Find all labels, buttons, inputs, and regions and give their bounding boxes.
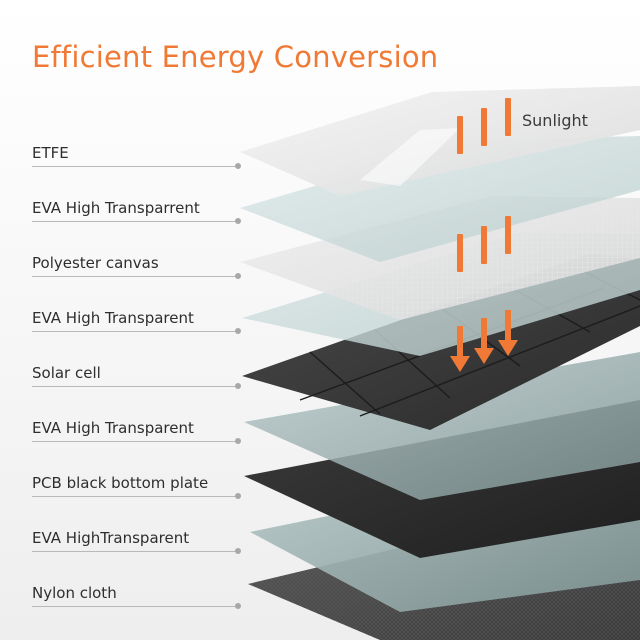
leader-dot [235,273,241,279]
sunlight-ray-icon [457,98,511,154]
leader-dot [235,218,241,224]
sunlight-label: Sunlight [522,111,588,130]
leader-dot [235,548,241,554]
layer-label-eva-5: EVA High Transparent [32,419,194,437]
leader-dot [235,328,241,334]
leader-dot [235,163,241,169]
leader-line [32,166,238,167]
leader-dot [235,493,241,499]
leader-line [32,441,238,442]
page-title: Efficient Energy Conversion [32,40,439,74]
layer-label-nylon-cloth: Nylon cloth [32,584,117,602]
layer-polyester-canvas [240,196,640,320]
layer-label-eva-1: EVA High Transparrent [32,199,200,217]
leader-line [32,386,238,387]
sunlight-ray-icon [457,216,511,272]
leader-line [32,496,238,497]
leader-dot [235,438,241,444]
leader-line [32,606,238,607]
layer-eva-5 [244,352,640,500]
leader-line [32,551,238,552]
leader-line [32,221,238,222]
layer-label-etfe: ETFE [32,144,69,162]
layer-label-eva-7: EVA HighTransparent [32,529,190,547]
layer-label-pcb-bottom-plate: PCB black bottom plate [32,474,209,492]
layer-label-eva-3: EVA High Transparent [32,309,194,327]
down-arrow-icon [450,310,518,372]
leader-dot [235,383,241,389]
layer-label-solar-cell: Solar cell [32,364,101,382]
layer-label-polyester-canvas: Polyester canvas [32,254,159,272]
leader-dot [235,603,241,609]
layer-etfe [240,86,640,196]
leader-line [32,276,238,277]
leader-line [32,331,238,332]
layer-eva-1 [240,136,640,262]
